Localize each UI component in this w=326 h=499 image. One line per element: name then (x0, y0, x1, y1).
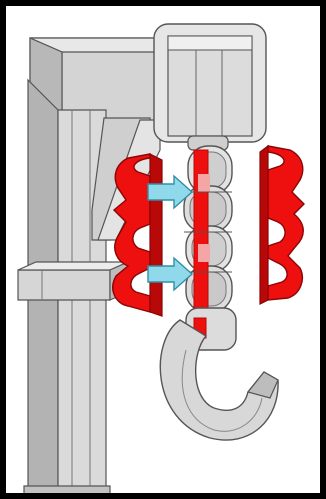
hook (159, 307, 279, 441)
chain (183, 145, 233, 327)
right-red-clamp (259, 144, 305, 305)
upper-arrow-icon (147, 174, 194, 210)
lower-arrow-icon (147, 256, 194, 292)
hoist-block (153, 23, 267, 151)
